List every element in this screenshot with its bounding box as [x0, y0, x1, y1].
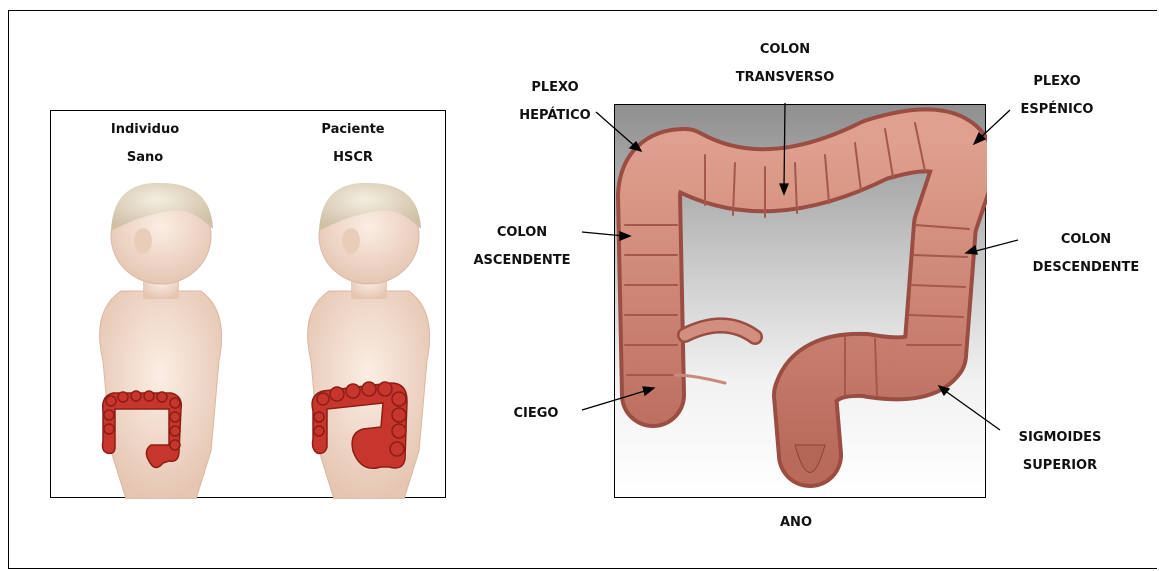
label-plexo-espenico: PLEXO ESPÉNICO: [1002, 68, 1112, 124]
label-colon-transverso: COLON TRANSVERSO: [724, 36, 846, 92]
label-sigmoides-superior-line1: SIGMOIDES: [1000, 424, 1120, 452]
label-colon-ascendente-line1: COLON: [462, 219, 582, 247]
label-colon-ascendente: COLON ASCENDENTE: [462, 219, 582, 275]
label-colon-transverso-line2: TRANSVERSO: [724, 64, 846, 92]
label-colon-descendente: COLON DESCENDENTE: [1016, 226, 1156, 282]
label-colon-descendente-line1: COLON: [1016, 226, 1156, 254]
arrow-colon-ascendente: [582, 232, 624, 236]
label-colon-ascendente-line2: ASCENDENTE: [462, 247, 582, 275]
arrow-ciego: [582, 390, 648, 410]
label-plexo-hepatico-line2: HEPÁTICO: [505, 102, 605, 130]
label-plexo-hepatico-line1: PLEXO: [505, 74, 605, 102]
label-plexo-espenico-line1: PLEXO: [1002, 68, 1112, 96]
arrow-colon-descendente: [972, 240, 1018, 252]
label-sigmoides-superior: SIGMOIDES SUPERIOR: [1000, 424, 1120, 480]
label-ciego: CIEGO: [496, 400, 576, 428]
label-plexo-espenico-line2: ESPÉNICO: [1002, 96, 1112, 124]
label-sigmoides-superior-line2: SUPERIOR: [1000, 452, 1120, 480]
arrow-colon-transverso: [784, 103, 785, 188]
label-colon-transverso-line1: COLON: [724, 36, 846, 64]
arrow-sigmoides: [944, 390, 1000, 430]
label-plexo-hepatico: PLEXO HEPÁTICO: [505, 74, 605, 130]
label-colon-descendente-line2: DESCENDENTE: [1016, 254, 1156, 282]
label-ano: ANO: [766, 509, 826, 537]
